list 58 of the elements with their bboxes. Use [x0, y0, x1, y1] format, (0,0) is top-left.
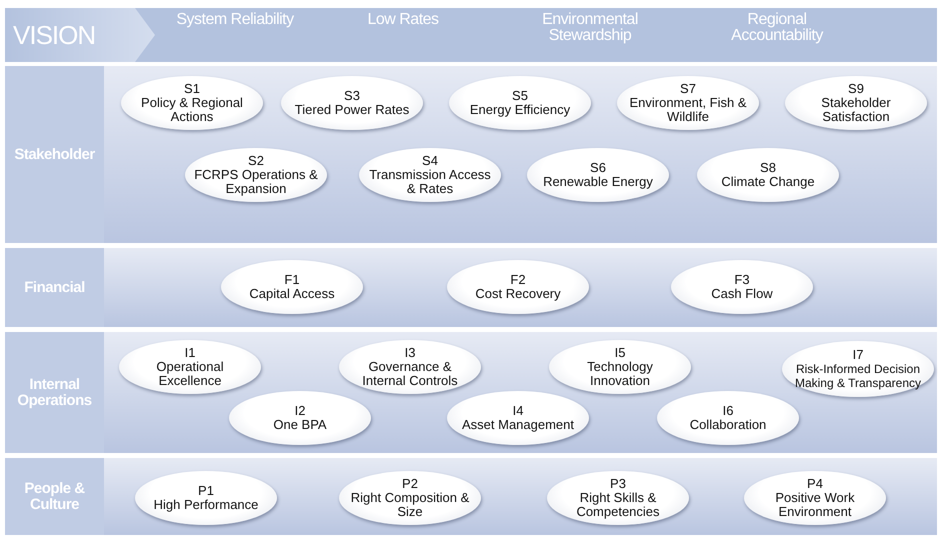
perspective-label: Internal Operations [16, 376, 93, 408]
objective-code: I6 [722, 404, 734, 418]
objective-code: S9 [847, 82, 865, 96]
vision-goal: Regional Accountability [730, 12, 824, 44]
objective-code: P1 [197, 484, 215, 498]
perspective-label: Stakeholder [13, 146, 96, 162]
objective-name: Stakeholder Satisfaction [820, 96, 892, 124]
perspective-label: Financial [23, 280, 86, 296]
objective-code: F2 [509, 273, 527, 287]
objective-code: I4 [512, 404, 524, 418]
objective-name: Environment, Fish & Wildlife [628, 96, 748, 124]
objective-name: Asset Management [460, 418, 575, 432]
objective-code: S2 [247, 154, 265, 168]
perspective-band [5, 248, 937, 327]
objective-name: Tiered Power Rates [294, 103, 410, 117]
objective-code: S1 [183, 82, 201, 96]
perspective-band [5, 66, 937, 243]
objective-code: P3 [609, 477, 627, 491]
objective-code: I3 [404, 346, 416, 360]
perspective-band [5, 332, 937, 453]
vision-goal: Low Rates [366, 12, 440, 28]
objective-code: I7 [852, 348, 864, 362]
objective-name: Renewable Energy [542, 175, 654, 189]
objective-name: One BPA [272, 418, 328, 432]
objective-name: Policy & Regional Actions [140, 96, 244, 124]
objective-name: Cost Recovery [474, 287, 562, 301]
vision-goal: Environmental Stewardship [541, 12, 639, 44]
objective-code: S4 [421, 154, 439, 168]
objective-name: Positive Work Environment [774, 491, 856, 519]
objective-code: S5 [511, 89, 529, 103]
objective-name: Collaboration [688, 418, 768, 432]
objective-code: F1 [283, 273, 301, 287]
objective-name: Energy Efficiency [468, 103, 572, 117]
objective-name: High Performance [152, 498, 260, 512]
objective-code: I2 [294, 404, 306, 418]
objective-code: S7 [679, 82, 697, 96]
perspective-band [5, 458, 937, 535]
objective-name: Right Skills & Competencies [575, 491, 661, 519]
objective-name: Governance & Internal Controls [361, 360, 459, 388]
vision-goal: System Reliability [175, 12, 295, 28]
objective-code: S3 [343, 89, 361, 103]
objective-code: F3 [733, 273, 751, 287]
objective-name: Right Composition & Size [350, 491, 470, 519]
objective-name: FCRPS Operations & Expansion [193, 168, 319, 196]
perspective-label: People & Culture [23, 480, 86, 512]
objective-code: I1 [184, 346, 196, 360]
objective-name: Operational Excellence [155, 360, 225, 388]
objective-name: Technology Innovation [586, 360, 654, 388]
objective-code: P2 [401, 477, 419, 491]
objective-code: P4 [806, 477, 824, 491]
objective-name: Cash Flow [710, 287, 774, 301]
objective-name: Climate Change [720, 175, 816, 189]
objective-name: Capital Access [248, 287, 336, 301]
objective-code: S8 [759, 161, 777, 175]
objective-code: I5 [614, 346, 626, 360]
objective-name: Risk-Informed Decision Making & Transparency [794, 362, 922, 390]
objective-name: Transmission Access & Rates [368, 168, 492, 196]
objective-code: S6 [589, 161, 607, 175]
